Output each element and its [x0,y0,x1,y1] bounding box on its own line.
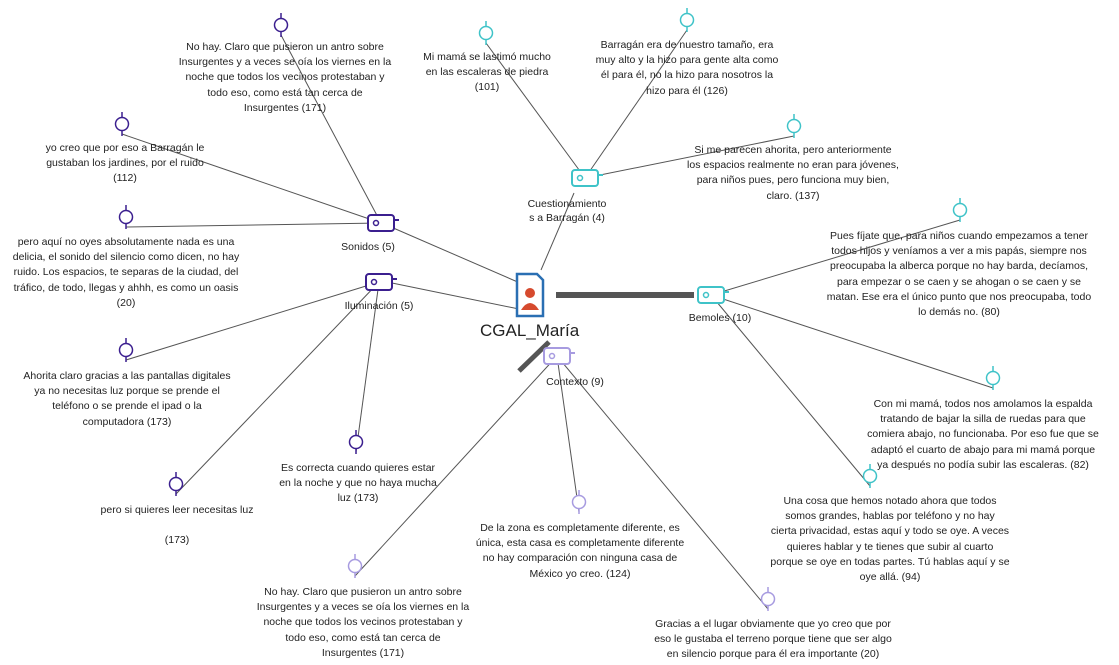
quote-text-4[interactable]: Mi mamá se lastimó mucho en las escalera… [423,51,551,94]
code-tag-icon-sonidos [367,214,399,232]
edge-quote-9 [355,281,380,453]
quote-marker-icon [168,472,184,496]
quote-marker-icon [347,554,363,578]
edge-quote-6 [584,135,795,179]
code-tag-icon-cuestionamiento [571,169,603,187]
quote-marker-icon [273,13,289,37]
quote-marker-icon [118,205,134,229]
document-person-icon [515,272,545,318]
code-label-bemoles[interactable]: Bemoles (10) [688,312,752,324]
code-tag-icon-bemoles [697,286,729,304]
quote-marker-icon [118,338,134,362]
code-label-contexto[interactable]: Contexto (9) [546,376,604,388]
edge-case-cuestionamiento [540,192,575,271]
edge-quote-12 [556,355,580,513]
quote-marker-icon [952,198,968,222]
quote-text-3[interactable]: pero aquí no oyes absolutamente nada es … [12,236,240,309]
edge-quote-2 [121,133,382,224]
quote-text-1[interactable]: No hay. Claro que pusieron un antro sobr… [178,41,392,114]
edge-quote-8 [125,281,380,361]
code-tag-icon-contexto [543,347,575,365]
edge-quote-1 [280,34,382,224]
quote-marker-icon [348,430,364,454]
nodes [114,8,1001,611]
case-label[interactable]: CGAL_María [480,321,580,340]
quote-text-14[interactable]: No hay. Claro que pusieron un antro sobr… [256,586,470,659]
edge-quote-3 [125,222,382,228]
edge-case-contexto [517,340,551,373]
quote-marker-icon [571,490,587,514]
quote-marker-icon [985,366,1001,390]
quote-marker-icon [478,21,494,45]
edge-quote-5 [584,29,688,179]
quote-text-13[interactable]: Una cosa que hemos notado ahora que todo… [770,495,1010,584]
quote-text-10[interactable]: pero si quieres leer necesitas luz (173) [100,504,254,547]
edges [121,29,994,610]
quote-marker-icon [679,8,695,32]
edge-quote-7 [710,219,961,296]
quote-marker-icon [114,112,130,136]
edge-quote-15 [556,355,769,610]
quote-text-11[interactable]: Con mi mamá, todos nos amolamos la espal… [867,398,1099,471]
code-tag-icon-iluminacion [365,273,397,291]
edge-quote-4 [485,42,586,179]
quote-marker-icon [760,587,776,611]
edge-quote-11 [710,294,994,389]
quote-text-5[interactable]: Barragán era de nuestro tamaño, era muy … [595,39,779,97]
code-label-iluminacion[interactable]: Iluminación (5) [344,300,414,312]
quote-text-2[interactable]: yo creo que por eso a Barragán le gustab… [45,142,205,185]
quote-text-7[interactable]: Pues fíjate que, para niños cuando empez… [826,230,1092,319]
quote-marker-icon [862,464,878,488]
code-label-cuestionamiento[interactable]: Cuestionamiento s a Barragán (4) [527,198,607,224]
code-label-sonidos[interactable]: Sonidos (5) [341,241,395,253]
quote-text-6[interactable]: Si me parecen ahorita, pero anteriorment… [687,144,899,202]
edge-quote-14 [354,355,558,577]
quote-text-12[interactable]: De la zona es completamente diferente, e… [475,522,685,580]
quote-marker-icon [786,114,802,138]
quote-text-15[interactable]: Gracias a el lugar obviamente que yo cre… [654,618,892,661]
quote-text-9[interactable]: Es correcta cuando quieres estar en la n… [279,462,437,505]
quote-text-8[interactable]: Ahorita claro gracias a las pantallas di… [23,370,231,428]
edge-case-sonidos [390,226,521,284]
edge-quote-10 [175,281,380,495]
edge-quote-13 [710,294,871,487]
edge-case-iluminacion [391,282,520,310]
